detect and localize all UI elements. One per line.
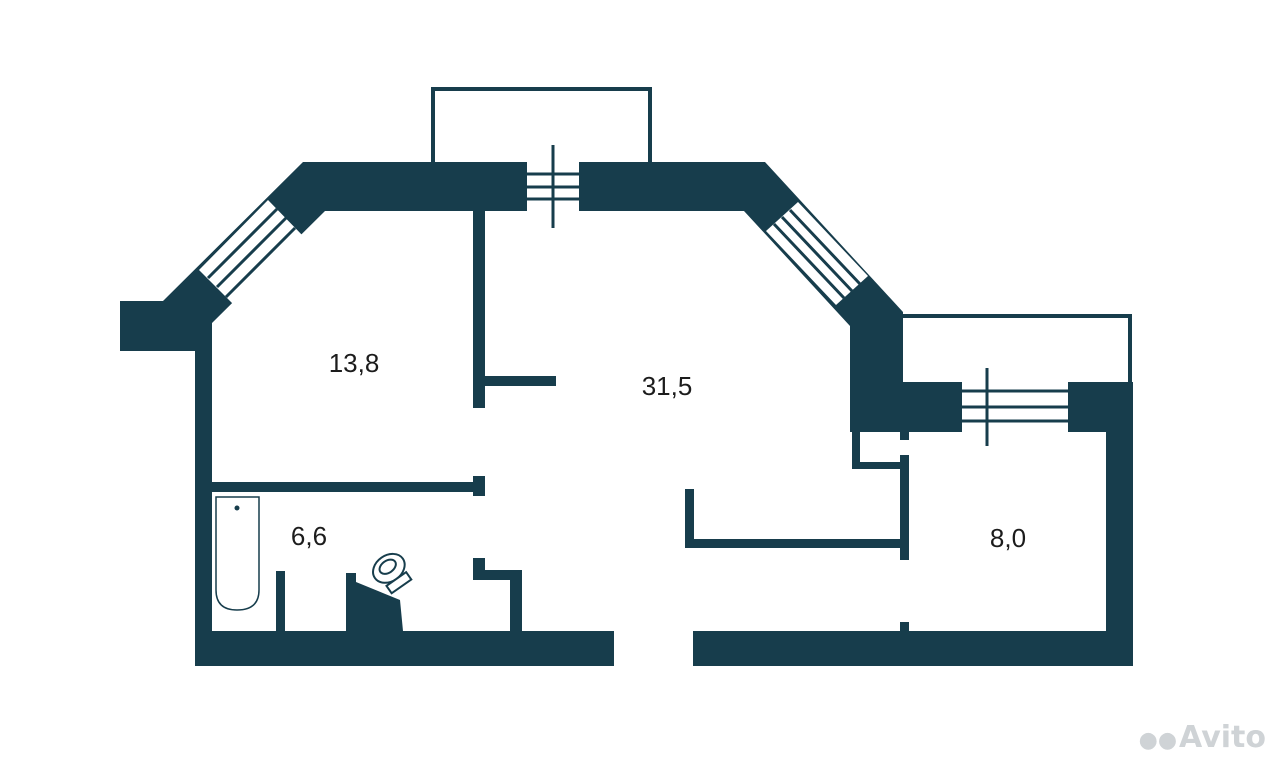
window-top-left-diagonal [199, 200, 304, 306]
partition-corridor-vertical [685, 489, 694, 548]
partition-right-room [900, 455, 909, 560]
partition-door-jamb-top [473, 476, 485, 496]
window-right-wing [962, 368, 1068, 446]
left-stub [120, 301, 196, 351]
partition-stub [485, 376, 556, 386]
top-balcony [431, 87, 652, 167]
window-top-right-diagonal [766, 202, 868, 305]
closet-outline [852, 430, 903, 469]
avito-logo-icon: ●● [1138, 728, 1178, 753]
window-top [527, 145, 579, 228]
partition-bath-top [212, 482, 474, 492]
toilet-icon [372, 552, 413, 595]
bath-niche-wall [276, 571, 285, 631]
right-door-jamb-top [900, 432, 909, 440]
partition-door-jamb-bottom [473, 558, 522, 631]
top-wall [120, 162, 903, 385]
area-label-main-room: 31,5 [642, 371, 693, 401]
left-wall [195, 323, 212, 666]
right-balcony [903, 314, 1132, 385]
bottom-wall-left [195, 631, 614, 666]
bottom-wall-right [693, 631, 1133, 666]
right-outer-wall [1106, 382, 1133, 666]
partition-vertical-main [473, 211, 485, 408]
bathtub-icon [215, 496, 260, 611]
watermark-text: Avito [1179, 720, 1266, 755]
area-label-bathroom: 6,6 [291, 521, 327, 551]
partition-corridor-horizontal [685, 539, 902, 548]
toilet-box [346, 573, 403, 631]
area-label-right-room: 8,0 [990, 523, 1026, 553]
area-label-left-room: 13,8 [329, 348, 380, 378]
right-door-jamb [900, 622, 909, 631]
watermark: ●●Avito [1139, 720, 1266, 755]
